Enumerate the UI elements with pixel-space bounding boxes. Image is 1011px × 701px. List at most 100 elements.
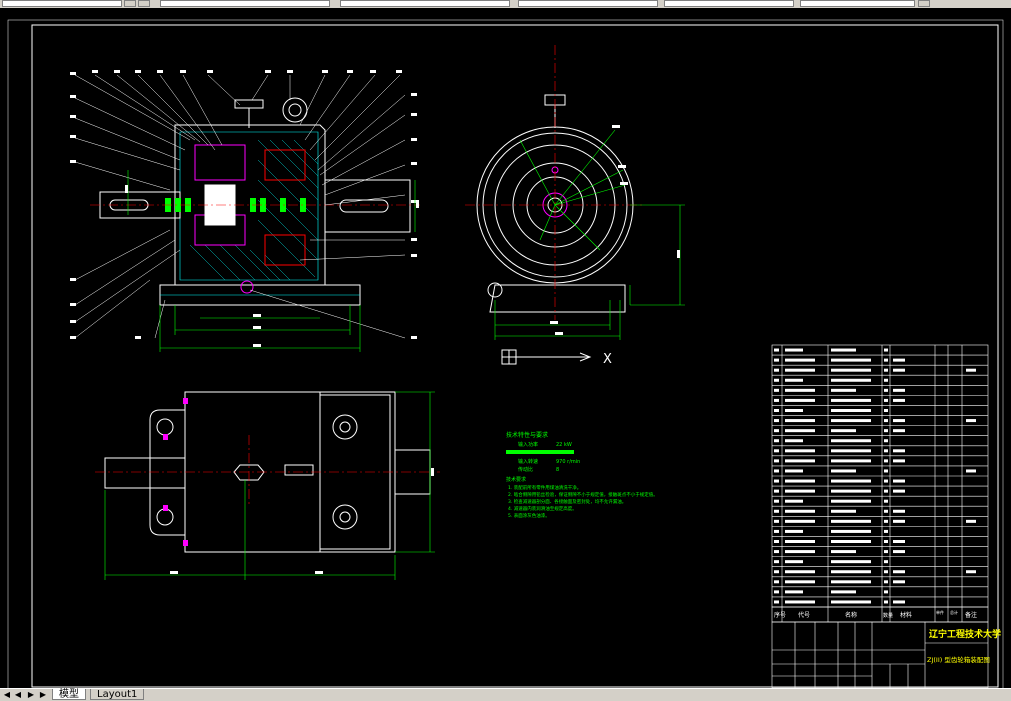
parts-cell-text	[785, 449, 815, 453]
parts-cell-text	[774, 600, 779, 604]
tech-underline	[506, 450, 574, 454]
parts-cell-text	[774, 570, 779, 574]
parts-cell-text	[831, 499, 871, 503]
parts-cell-text	[774, 540, 779, 543]
parts-cell-text	[884, 489, 888, 493]
parts-cell-text	[831, 479, 871, 483]
parts-cell-text	[884, 570, 888, 574]
dimensions-side	[494, 129, 685, 340]
drawing-name: ZJ(II) 型齿轮箱装配图	[927, 655, 990, 664]
tech-title: 技术特性与要求	[506, 431, 548, 439]
parts-cell-text	[884, 368, 888, 372]
parts-cell-text	[785, 570, 815, 574]
toolbar-button-3[interactable]	[918, 0, 930, 7]
tab-layout1[interactable]: Layout1	[90, 689, 145, 700]
parts-cell-text	[893, 368, 905, 372]
toolbar-combo-1[interactable]	[2, 0, 122, 7]
parts-cell-text	[884, 378, 888, 382]
title-block-text: 序号 代号 名称 数量 材料 单件 总计 备注 辽宁工程技术大学 ZJ(II) …	[774, 609, 1001, 664]
parts-cell-text	[831, 459, 871, 463]
next-tab-button[interactable]: ▶	[27, 690, 35, 699]
parts-cell-text	[785, 489, 815, 493]
parts-cell-text	[831, 529, 871, 533]
parts-cell-text	[831, 570, 871, 574]
parts-cell-text	[785, 398, 815, 402]
parts-cell-text	[774, 489, 779, 493]
parts-cell-text	[785, 590, 803, 594]
parts-cell-text	[774, 459, 779, 463]
parts-cell-text	[785, 348, 803, 352]
parts-cell-text	[884, 560, 888, 564]
toolbar-combo-2[interactable]	[160, 0, 330, 7]
drawing-canvas[interactable]: X 技术特性与要求 输入功率 22 kW 输入转速	[0, 8, 1011, 688]
color-combo[interactable]	[518, 0, 658, 7]
parts-list-content	[774, 348, 976, 604]
parts-cell-text	[893, 570, 905, 574]
parts-cell-text	[831, 550, 856, 554]
parts-cell-text	[884, 550, 888, 554]
parts-cell-text	[893, 489, 905, 493]
technical-requirements: 技术特性与要求 输入功率 22 kW 输入转速 970 r/min 传动比 8 …	[506, 431, 658, 519]
balloon-leaders-front	[74, 74, 406, 339]
parts-cell-text	[966, 419, 976, 423]
parts-cell-text	[884, 398, 888, 402]
dimension-values-front	[125, 185, 419, 347]
parts-cell-text	[774, 469, 779, 473]
parts-cell-text	[785, 388, 815, 392]
parts-cell-text	[785, 459, 815, 463]
parts-cell-text	[774, 580, 779, 584]
parts-cell-text	[831, 509, 856, 513]
top-view-marks	[163, 398, 188, 546]
linetype-combo[interactable]	[664, 0, 794, 7]
parts-cell-text	[884, 600, 888, 604]
toolbar-button-1[interactable]	[124, 0, 136, 7]
parts-cell-text	[893, 449, 905, 453]
parts-cell-text	[884, 419, 888, 423]
parts-cell-text	[884, 449, 888, 453]
tech-param-3-label: 传动比	[518, 466, 533, 473]
parts-cell-text	[774, 439, 779, 443]
tech-notes-title: 技术要求	[506, 476, 526, 483]
parts-cell-text	[831, 439, 871, 443]
prev-tab-button[interactable]: ◀	[14, 690, 22, 699]
parts-cell-text	[884, 540, 888, 543]
parts-cell-text	[831, 580, 871, 584]
parts-cell-text	[884, 509, 888, 513]
parts-cell-text	[884, 469, 888, 473]
parts-cell-text	[774, 499, 779, 503]
hdr-qty: 数量	[883, 612, 893, 619]
parts-cell-text	[884, 459, 888, 463]
parts-cell-text	[785, 499, 803, 503]
tech-note-2: 2. 啮合侧隙用铅丝检验，保证侧隙不小于规定值，接触斑点不小于规定值。	[508, 491, 658, 498]
lineweight-combo[interactable]	[800, 0, 915, 7]
tech-note-1: 1. 装配前所有零件用煤油清洗干净。	[508, 484, 581, 491]
parts-cell-text	[774, 590, 779, 594]
outer-border	[31, 24, 999, 688]
parts-cell-text	[884, 479, 888, 483]
tab-model[interactable]: 模型	[52, 689, 86, 700]
toolbar-button-2[interactable]	[138, 0, 150, 7]
parts-cell-text	[774, 388, 779, 392]
parts-cell-text	[785, 560, 803, 564]
layer-combo[interactable]	[340, 0, 510, 7]
dimensions-top	[104, 391, 435, 580]
parts-cell-text	[831, 469, 856, 473]
last-tab-button[interactable]: ▶	[39, 690, 47, 699]
parts-cell-text	[785, 600, 815, 604]
parts-cell-text	[774, 529, 779, 533]
parts-cell-text	[785, 509, 815, 513]
parts-cell-text	[785, 580, 815, 584]
parts-cell-text	[785, 419, 815, 423]
tech-param-1-label: 输入功率	[518, 441, 538, 448]
ucs-icon	[501, 349, 592, 365]
tech-note-5: 5. 表面涂灰色油漆。	[508, 512, 550, 519]
tech-note-4: 4. 减速器内装润滑油至规定高度。	[508, 505, 577, 512]
parts-cell-text	[774, 409, 779, 412]
school-name: 辽宁工程技术大学	[929, 628, 1001, 640]
parts-cell-text	[785, 540, 815, 543]
parts-cell-text	[831, 378, 871, 382]
first-tab-button[interactable]: ◀	[3, 690, 11, 699]
parts-cell-text	[893, 600, 905, 604]
parts-cell-text	[774, 419, 779, 423]
parts-cell-text	[966, 469, 976, 473]
